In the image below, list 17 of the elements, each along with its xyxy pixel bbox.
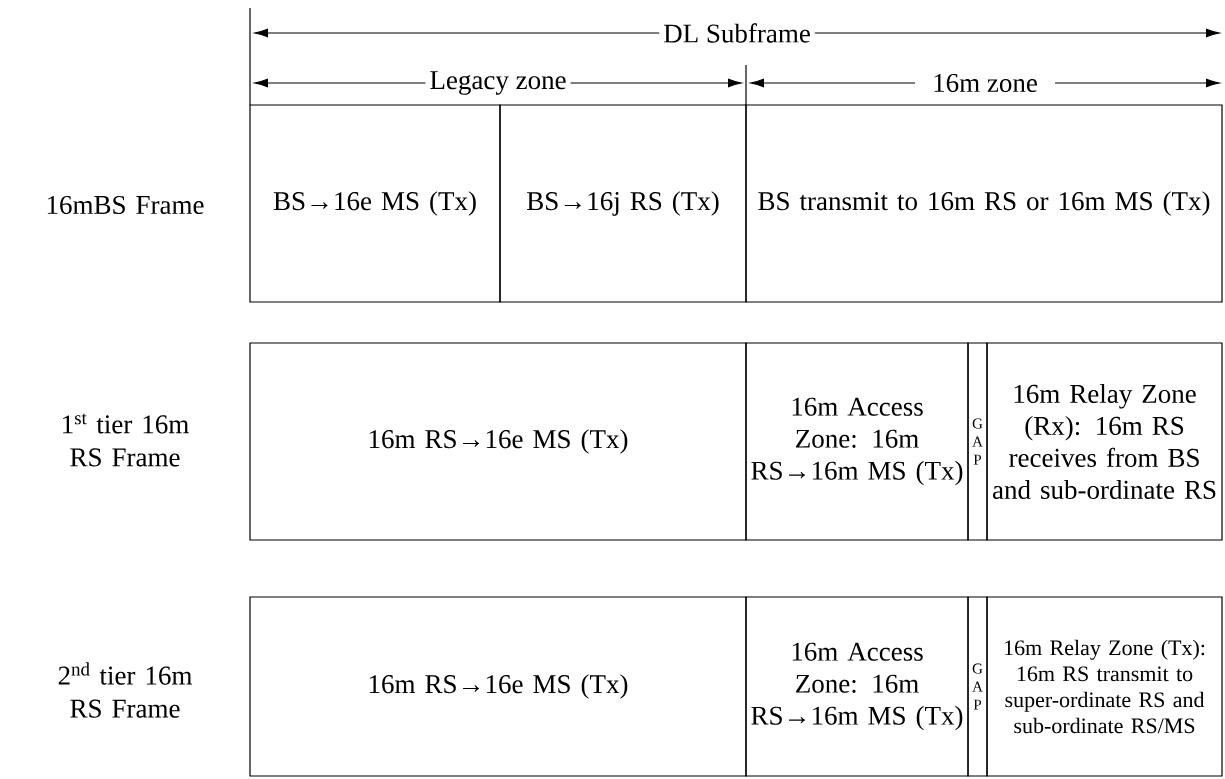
dimension-label: DL Subframe [659,19,815,47]
zone-cell: 16m RS→16e MS (Tx) [249,596,747,777]
zone-cell: 16m Relay Zone (Tx): 16m RS transmit to super-ordinate RS and sub-ordinate RS/MS [986,596,1223,777]
zone-cell: 16m RS→16e MS (Tx) [249,342,747,541]
zone-cell: 16m Access Zone: 16m RS→16m MS (Tx) [745,342,969,541]
row-label: 1$^{st}$ tier 16m RS Frame [63,413,189,467]
gap-cell: G A P [967,596,988,777]
dimension-label: 16m zone [928,69,1042,97]
zone-cell: 16m Access Zone: 16m RS→16m MS (Tx) [745,596,969,777]
dimension-label: Legacy zone [425,67,571,99]
row-label: 16mBS Frame [47,195,204,215]
gap-cell: G A P [967,342,988,541]
zone-cell: BS→16j RS (Tx) [499,104,747,303]
zone-cell: BS transmit to 16m RS or 16m MS (Tx) [745,104,1223,303]
zone-cell: BS→16e MS (Tx) [249,104,501,303]
row-label: 2$^{nd}$ tier 16m RS Frame [58,662,193,718]
zone-cell: 16m Relay Zone (Rx): 16m RS receives from BS and sub-ordinate RS [986,342,1223,541]
